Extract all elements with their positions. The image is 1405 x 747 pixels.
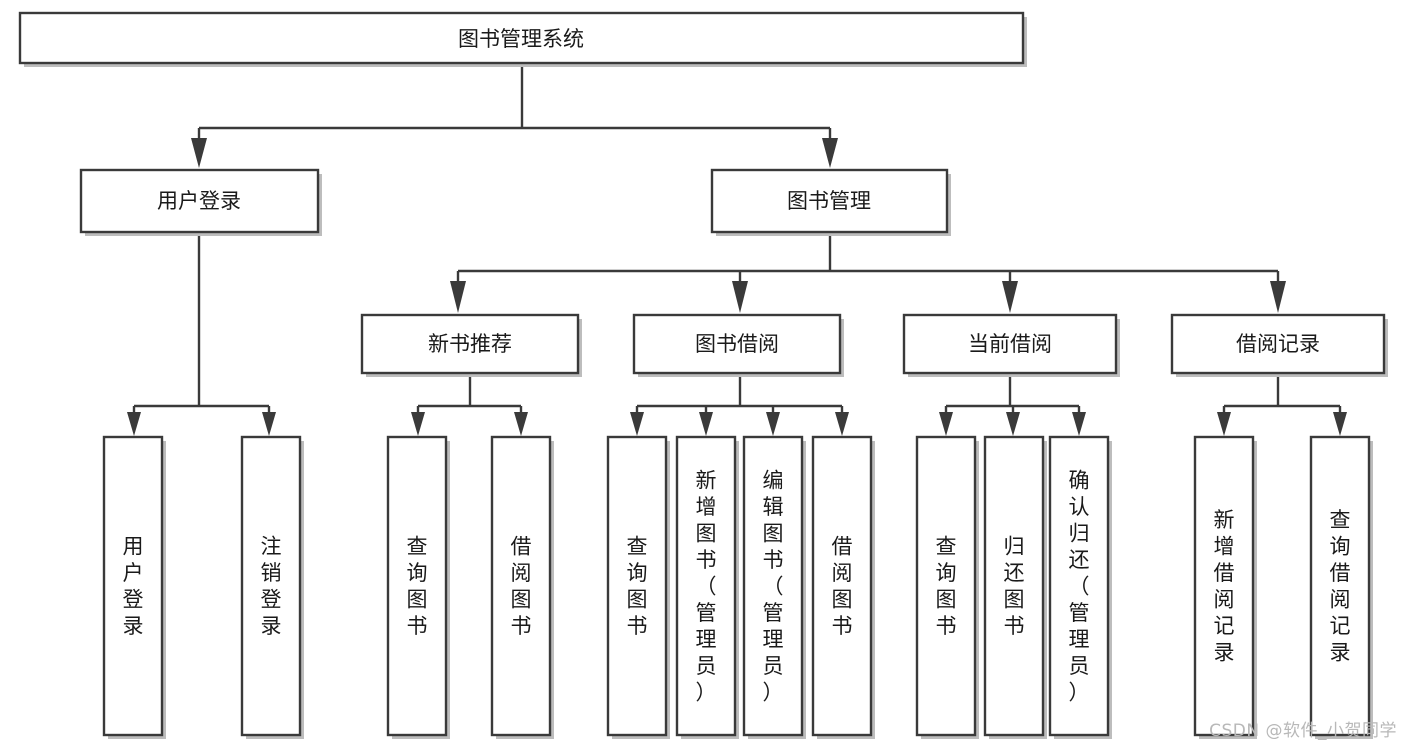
leaf-confirm-return-label: 确认归还（管理员） (1069, 468, 1090, 704)
node-current-borrow-box[interactable] (902, 313, 1118, 375)
node-root-box[interactable] (18, 11, 1025, 65)
arrow-head-leaf-logout (262, 412, 276, 436)
leaf-borrow-book-1-box[interactable] (490, 435, 552, 737)
arrow-head-leaf-confirm-return (1072, 412, 1086, 436)
csdn-watermark: CSDN @软件_小贺同学 (1209, 721, 1397, 741)
leaf-add-book-label: 新增图书（管理员） (696, 468, 717, 704)
node-borrow-record[interactable]: 借阅记录 (1170, 313, 1388, 377)
leaf-add-record-label: 新增借阅记录 (1214, 508, 1235, 665)
leaf-add-book[interactable]: 新增图书（管理员） (675, 435, 739, 739)
leaf-return-book-box[interactable] (983, 435, 1045, 737)
node-current-borrow-label: 当前借阅 (968, 332, 1052, 356)
node-borrow-record-label: 借阅记录 (1236, 332, 1320, 356)
leaf-borrow-book-1-label: 借阅图书 (511, 535, 532, 639)
leaf-logout[interactable]: 注销登录 (240, 435, 304, 739)
leaf-return-book-label: 归还图书 (1004, 535, 1025, 639)
arrow-head-leaf-query-book-3 (939, 412, 953, 436)
arrow-head-leaf-borrow-book-1 (514, 412, 528, 436)
leaf-add-record-box[interactable] (1193, 435, 1255, 737)
leaf-query-book-3[interactable]: 查询图书 (915, 435, 979, 739)
leaf-return-book[interactable]: 归还图书 (983, 435, 1047, 739)
leaf-edit-book[interactable]: 编辑图书（管理员） (742, 435, 806, 739)
leaf-query-book-3-box[interactable] (915, 435, 977, 737)
node-current-borrow[interactable]: 当前借阅 (902, 313, 1120, 377)
node-book-manage-box[interactable] (710, 168, 949, 234)
leaf-borrow-book-2[interactable]: 借阅图书 (811, 435, 875, 739)
leaf-add-book-box[interactable] (675, 435, 737, 737)
node-new-book-recommend-label: 新书推荐 (428, 332, 512, 356)
leaf-borrow-book-2-box[interactable] (811, 435, 873, 737)
arrow-head-book-manage (822, 138, 838, 168)
leaf-borrow-book-1[interactable]: 借阅图书 (490, 435, 554, 739)
node-borrow-record-box[interactable] (1170, 313, 1386, 375)
leaf-user-login-label: 用户登录 (123, 535, 144, 639)
node-book-manage-label: 图书管理 (787, 189, 871, 213)
leaf-query-book-1-label: 查询图书 (407, 535, 428, 639)
node-user-login-label: 用户登录 (157, 189, 241, 213)
arrow-head-borrow-record (1270, 281, 1286, 313)
arrow-head-leaf-borrow-book-2 (835, 412, 849, 436)
node-new-book-recommend[interactable]: 新书推荐 (360, 313, 582, 377)
arrow-head-book-borrow (732, 281, 748, 313)
leaf-edit-book-box[interactable] (742, 435, 804, 737)
leaf-query-book-1[interactable]: 查询图书 (386, 435, 450, 739)
node-book-manage[interactable]: 图书管理 (710, 168, 951, 236)
leaf-query-book-2-label: 查询图书 (627, 535, 648, 639)
node-user-login-box[interactable] (79, 168, 320, 234)
leaf-borrow-book-2-label: 借阅图书 (832, 535, 853, 639)
arrow-head-user-login (191, 138, 207, 168)
leaf-logout-label: 注销登录 (261, 535, 282, 639)
leaf-edit-book-label: 编辑图书（管理员） (763, 468, 784, 704)
leaf-logout-box[interactable] (240, 435, 302, 737)
arrow-head-current-borrow (1002, 281, 1018, 313)
node-user-login[interactable]: 用户登录 (79, 168, 322, 236)
arrow-head-leaf-add-record (1217, 412, 1231, 436)
leaf-query-record[interactable]: 查询借阅记录 (1309, 435, 1373, 739)
arrow-head-new-book-recommend (450, 281, 466, 313)
arrow-head-leaf-edit-book (766, 412, 780, 436)
leaf-user-login-box[interactable] (102, 435, 164, 737)
leaf-query-record-label: 查询借阅记录 (1330, 508, 1351, 665)
leaf-confirm-return[interactable]: 确认归还（管理员） (1048, 435, 1112, 739)
arrow-head-leaf-query-record (1333, 412, 1347, 436)
leaf-query-book-3-label: 查询图书 (936, 535, 957, 639)
node-root[interactable]: 图书管理系统 (18, 11, 1027, 67)
leaf-user-login[interactable]: 用户登录 (102, 435, 166, 739)
node-book-borrow-box[interactable] (632, 313, 842, 375)
arrow-head-leaf-query-book-1 (411, 412, 425, 436)
leaf-query-record-box[interactable] (1309, 435, 1371, 737)
leaf-add-record[interactable]: 新增借阅记录 (1193, 435, 1257, 739)
arrow-head-leaf-user-login (127, 412, 141, 436)
leaf-confirm-return-box[interactable] (1048, 435, 1110, 737)
connectors-group (127, 65, 1347, 436)
node-book-borrow-label: 图书借阅 (695, 332, 779, 356)
arrow-head-leaf-query-book-2 (630, 412, 644, 436)
node-new-book-recommend-box[interactable] (360, 313, 580, 375)
leaf-query-book-1-box[interactable] (386, 435, 448, 737)
node-book-borrow[interactable]: 图书借阅 (632, 313, 844, 377)
node-root-label: 图书管理系统 (458, 27, 584, 51)
leaf-query-book-2-box[interactable] (606, 435, 668, 737)
leaf-query-book-2[interactable]: 查询图书 (606, 435, 670, 739)
arrow-head-leaf-return-book (1006, 412, 1020, 436)
arrow-head-leaf-add-book (699, 412, 713, 436)
